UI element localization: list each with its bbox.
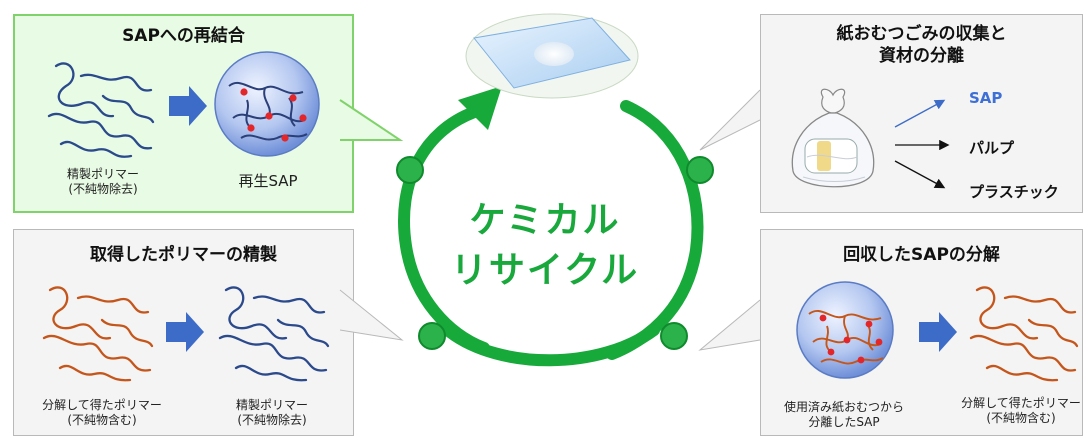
callout-wedge-bottom-left — [339, 289, 404, 341]
output-label-plastic: プラスチック — [969, 183, 1059, 201]
caption-line: (不純物除去) — [68, 182, 138, 196]
panel-collect-title: 紙おむつごみの収集と 資材の分離 — [761, 23, 1082, 67]
purified-polymer-strands — [47, 62, 155, 158]
title-line: リサイクル — [450, 250, 640, 291]
used-sap-sphere — [796, 281, 894, 379]
panel-decompose-sap: 回収したSAPの分解 — [760, 229, 1083, 436]
cycle-node — [418, 322, 446, 350]
caption-line: (不純物除去) — [237, 413, 307, 427]
decomposed-polymer-strands — [969, 286, 1079, 382]
title-line: 紙おむつごみの収集と — [836, 24, 1007, 44]
decompose-process-arrow — [919, 312, 957, 352]
panel-purify-polymer: 取得したポリマーの精製 分解して得たポリマー (不純物含む) 精製ポリマー (不… — [13, 229, 354, 436]
callout-wedge-bottom-right — [698, 299, 761, 351]
purified-polymer-caption: 精製ポリマー (不純物除去) — [53, 167, 153, 197]
cycle-node — [660, 322, 688, 350]
separation-arrows — [894, 99, 950, 189]
panel-decompose-title: 回収したSAPの分解 — [843, 245, 1000, 265]
cycle-arc-bottom — [444, 324, 660, 367]
crude-polymer-caption: 分解して得たポリマー (不純物含む) — [42, 398, 162, 428]
caption-line: 分離したSAP — [808, 415, 880, 429]
purified-polymer-result — [218, 286, 330, 382]
purified-polymer-result-caption: 精製ポリマー (不純物除去) — [222, 398, 322, 428]
caption-line: (不純物含む) — [67, 413, 137, 427]
caption-line: 分解して得たポリマー — [961, 396, 1081, 410]
callout-wedge-top-right — [699, 89, 761, 151]
used-sap-caption: 使用済み紙おむつから 分離したSAP — [779, 400, 909, 430]
regenerated-sap-caption: 再生SAP — [238, 172, 298, 190]
output-label-sap: SAP — [969, 89, 1003, 107]
chemical-recycling-title: ケミカル リサイクル — [440, 196, 650, 296]
caption-line: 精製ポリマー — [66, 167, 139, 181]
output-label-pulp: パルプ — [969, 139, 1015, 157]
caption-line: (不純物含む) — [986, 411, 1056, 425]
decomposed-polymer-caption: 分解して得たポリマー (不純物含む) — [959, 396, 1083, 426]
panel-rebind-title: SAPへの再結合 — [122, 26, 245, 46]
cycle-node — [686, 156, 714, 184]
purify-process-arrow — [166, 312, 204, 352]
diaper-sheet-image — [465, 13, 639, 99]
regenerated-sap-sphere — [214, 51, 320, 157]
caption-line: 使用済み紙おむつから — [783, 400, 904, 414]
title-line: 資材の分離 — [879, 46, 964, 66]
recycle-cycle-ring — [396, 86, 714, 367]
callout-wedge-top-left — [339, 99, 404, 141]
diaper-garbage-bag-icon — [791, 88, 875, 188]
caption-line: 分解して得たポリマー — [42, 398, 162, 412]
cycle-node — [396, 156, 424, 184]
panel-rebind-sap: SAPへの再結合 — [13, 14, 354, 213]
panel-collect-separate: 紙おむつごみの収集と 資材の分離 SAP パルプ プラスチック — [760, 14, 1083, 213]
title-line: ケミカル — [469, 200, 621, 241]
rebind-process-arrow — [169, 86, 207, 126]
crude-polymer-strands — [42, 286, 154, 382]
panel-purify-title: 取得したポリマーの精製 — [90, 245, 277, 265]
cycle-arrowhead — [458, 86, 502, 130]
caption-line: 精製ポリマー — [235, 398, 308, 412]
